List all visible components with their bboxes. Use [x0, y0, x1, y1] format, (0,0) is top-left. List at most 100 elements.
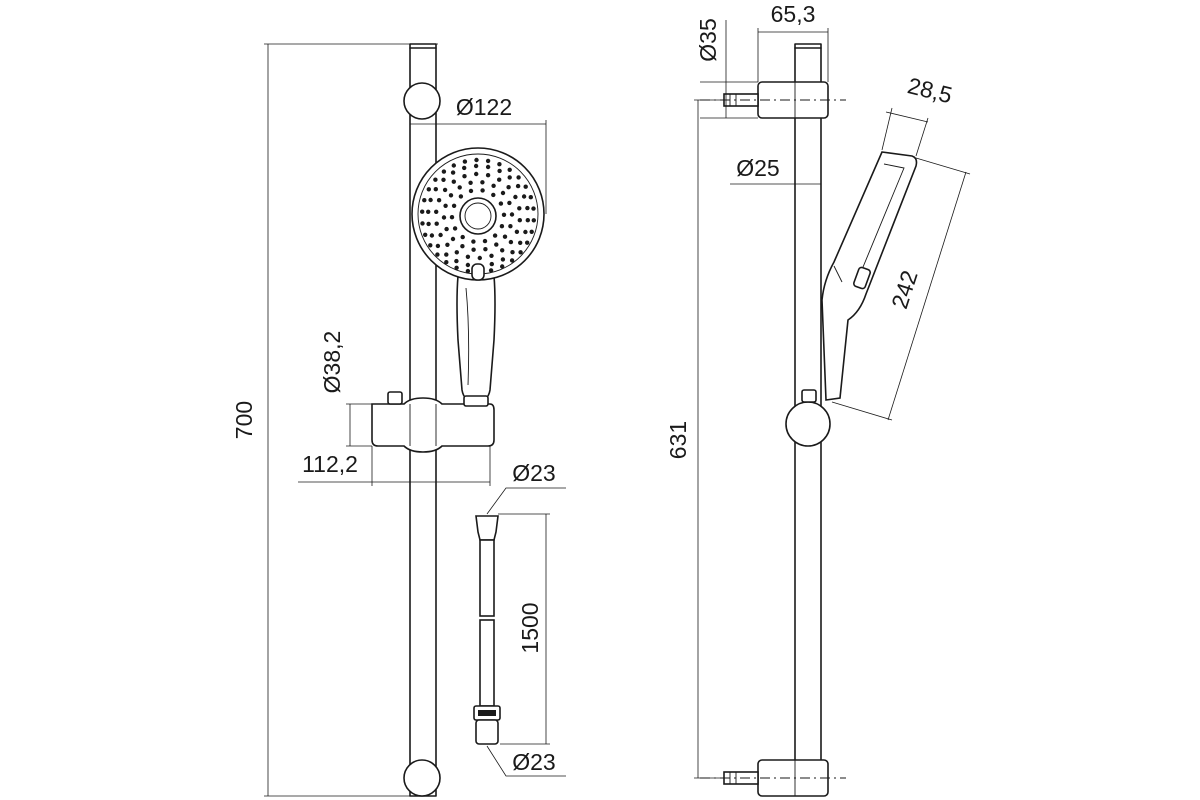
nozzle-dot — [433, 177, 438, 182]
nozzle-dot — [509, 258, 515, 263]
nozzle-dot — [458, 194, 464, 199]
dim-bracket-diameter-label: Ø35 — [695, 18, 721, 61]
nozzle-dot — [521, 194, 527, 199]
nozzle-dot — [471, 247, 476, 252]
nozzle-dot — [523, 184, 528, 189]
side-top-bracket — [700, 81, 846, 119]
nozzle-dot — [434, 221, 439, 226]
nozzle-dot — [468, 188, 474, 194]
dim-slider-diameter-label: Ø38,2 — [319, 331, 345, 394]
dimension-slider-offset: 112,2 — [298, 446, 491, 486]
nozzle-dot — [518, 250, 523, 255]
nozzle-dot — [426, 221, 431, 227]
nozzle-dot — [443, 203, 448, 208]
dim-hose-length-label: 1500 — [517, 602, 543, 653]
dim-631-label: 631 — [665, 421, 691, 459]
nozzle-dot — [450, 170, 456, 175]
nozzle-dot — [462, 159, 468, 164]
dim-bracket-depth-label: 65,3 — [771, 1, 816, 27]
nozzle-dot — [420, 221, 425, 226]
nozzle-dot — [491, 183, 496, 188]
nozzle-dot — [502, 234, 508, 239]
nozzle-dot — [498, 201, 504, 206]
nozzle-dot — [428, 197, 433, 203]
side-slider-holder — [785, 401, 831, 447]
dimension-hose-bottom: Ø23 — [486, 745, 566, 777]
nozzle-dot — [449, 215, 455, 220]
nozzle-dot — [428, 243, 433, 248]
nozzle-dot — [508, 239, 514, 245]
nozzle-dot — [497, 162, 502, 167]
nozzle-dot — [441, 215, 447, 220]
nozzle-dot — [529, 229, 534, 234]
nozzle-dot — [465, 268, 471, 274]
nozzle-dot — [444, 260, 449, 265]
nozzle-dot — [477, 255, 482, 261]
nozzle-dot — [474, 157, 479, 163]
nozzle-dot — [489, 261, 494, 267]
nozzle-dot — [509, 212, 515, 217]
nozzle-dot — [506, 185, 511, 190]
nozzle-dot — [480, 180, 485, 185]
nozzle-dot — [457, 185, 462, 190]
dimension-fixing-distance: 631 — [665, 99, 724, 779]
nozzle-dot — [482, 238, 488, 244]
nozzle-dot — [510, 250, 515, 255]
shower-hose — [473, 515, 501, 745]
dim-hose-top-label: Ø23 — [512, 460, 555, 486]
dimension-hose-top: Ø23 — [486, 460, 566, 515]
nozzle-dot — [518, 240, 523, 245]
nozzle-dot — [426, 187, 431, 192]
nozzle-dot — [500, 190, 506, 196]
nozzle-dot — [525, 218, 530, 223]
nozzle-dot — [454, 250, 459, 255]
nozzle-dot — [528, 195, 533, 200]
nozzle-dot — [462, 174, 467, 179]
nozzle-dot — [462, 165, 467, 171]
nozzle-dot — [471, 239, 476, 244]
nozzle-dot — [448, 193, 454, 198]
bottom-wall-bracket — [403, 759, 441, 797]
nozzle-dot — [497, 168, 502, 174]
top-wall-bracket — [403, 82, 441, 120]
nozzle-dot — [515, 183, 521, 189]
nozzle-dot — [454, 258, 459, 264]
nozzle-dot — [451, 179, 456, 184]
nozzle-dot — [436, 198, 442, 203]
side-bottom-bracket — [700, 759, 846, 797]
nozzle-dot — [444, 226, 449, 232]
nozzle-dot — [438, 232, 443, 238]
nozzle-dot — [460, 234, 465, 240]
nozzle-dot — [517, 218, 522, 223]
nozzle-dot — [465, 262, 471, 268]
dim-700-label: 700 — [231, 401, 257, 439]
nozzle-dot — [423, 232, 428, 237]
dimension-bar-diameter: Ø25 — [730, 155, 821, 185]
nozzle-dot — [492, 233, 498, 238]
nozzle-dot — [434, 209, 439, 214]
nozzle-dot — [507, 175, 512, 180]
nozzle-dot — [500, 264, 505, 269]
nozzle-dot — [517, 206, 522, 211]
nozzle-dot — [435, 252, 440, 257]
dimension-700: 700 — [231, 43, 438, 797]
nozzle-dot — [442, 187, 448, 193]
nozzle-dot — [514, 229, 520, 234]
nozzle-dot — [507, 167, 512, 172]
nozzle-dot — [454, 265, 459, 270]
nozzle-dot — [525, 240, 530, 245]
nozzle-dot — [451, 203, 457, 208]
nozzle-dot — [444, 252, 449, 257]
nozzle-dot — [452, 226, 458, 231]
nozzle-dot — [473, 163, 479, 169]
nozzle-dot — [474, 171, 479, 177]
nozzle-dot — [441, 177, 446, 182]
hand-shower-side — [821, 151, 918, 401]
slider-holder — [371, 391, 495, 453]
dimension-hose-length: 1500 — [498, 513, 550, 745]
nozzle-dot — [497, 177, 502, 182]
nozzle-dot — [485, 158, 491, 164]
nozzle-dot — [480, 188, 485, 193]
nozzle-dot — [501, 212, 507, 217]
